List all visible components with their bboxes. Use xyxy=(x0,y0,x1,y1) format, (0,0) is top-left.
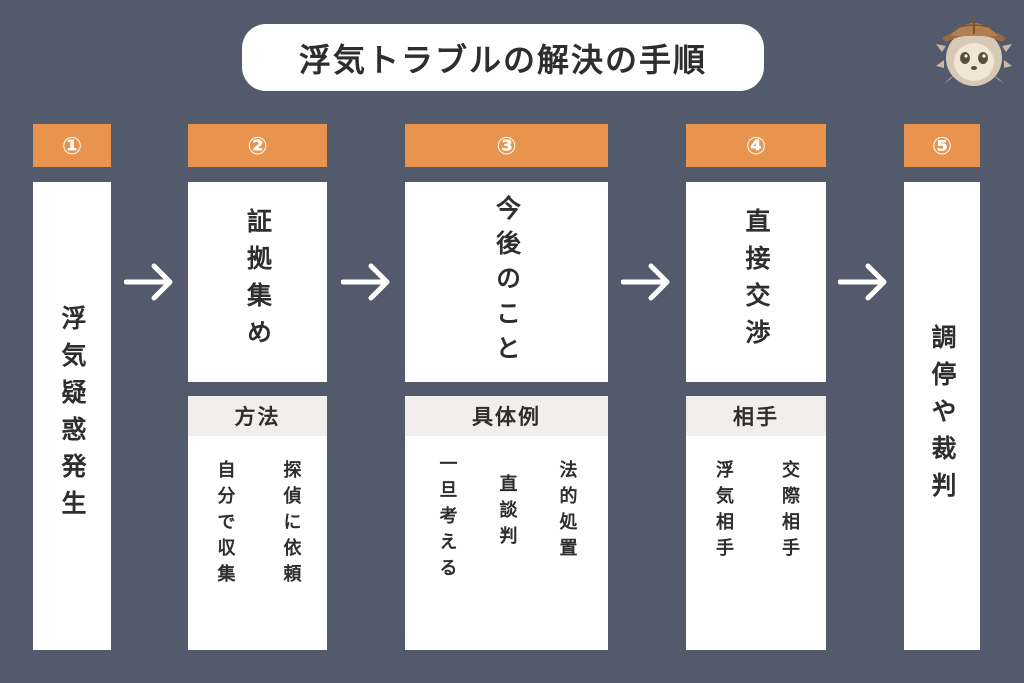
step-3-number: ③ xyxy=(405,124,608,167)
right-arrow-icon xyxy=(124,263,173,301)
step-4-panel: 直接交渉 xyxy=(686,182,826,382)
partner-heading: 相手 xyxy=(686,396,826,436)
step-2-number: ② xyxy=(188,124,327,167)
step-4-number: ④ xyxy=(686,124,826,167)
step-5-panel: 調停や裁判 xyxy=(904,182,980,650)
step-1-label: 浮気疑惑発生 xyxy=(58,305,87,527)
step-2-label: 証拠集め xyxy=(243,208,273,356)
step-4-label: 直接交渉 xyxy=(742,208,771,356)
step-5-label: 調停や裁判 xyxy=(928,323,957,509)
method-item: 探偵に依頼 xyxy=(280,460,302,590)
partner-panel: 相手 交際相手 浮気相手 xyxy=(686,396,826,650)
method-heading: 方法 xyxy=(188,396,327,436)
example-item: 法的処置 xyxy=(556,460,578,564)
hedgehog-detective-mascot xyxy=(936,16,1012,86)
examples-heading: 具体例 xyxy=(405,396,608,436)
examples-panel: 具体例 法的処置 直談判 一旦考える xyxy=(405,396,608,650)
example-item: 一旦考える xyxy=(436,454,458,584)
right-arrow-icon xyxy=(621,263,670,301)
method-item: 自分で収集 xyxy=(214,460,236,590)
step-5-number: ⑤ xyxy=(904,124,980,167)
right-arrow-icon xyxy=(838,263,887,301)
example-item: 直談判 xyxy=(496,474,518,552)
partner-item: 浮気相手 xyxy=(713,460,734,564)
method-panel: 方法 探偵に依頼 自分で収集 xyxy=(188,396,327,650)
step-3-panel: 今後のこと xyxy=(405,182,608,382)
step-1-panel: 浮気疑惑発生 xyxy=(33,182,111,650)
step-2-panel: 証拠集め xyxy=(188,182,327,382)
right-arrow-icon xyxy=(341,263,390,301)
partner-item: 交際相手 xyxy=(779,460,800,564)
step-3-label: 今後のこと xyxy=(492,194,522,370)
page-title: 浮気トラブルの解決の手順 xyxy=(242,24,764,91)
step-1-number: ① xyxy=(33,124,111,167)
